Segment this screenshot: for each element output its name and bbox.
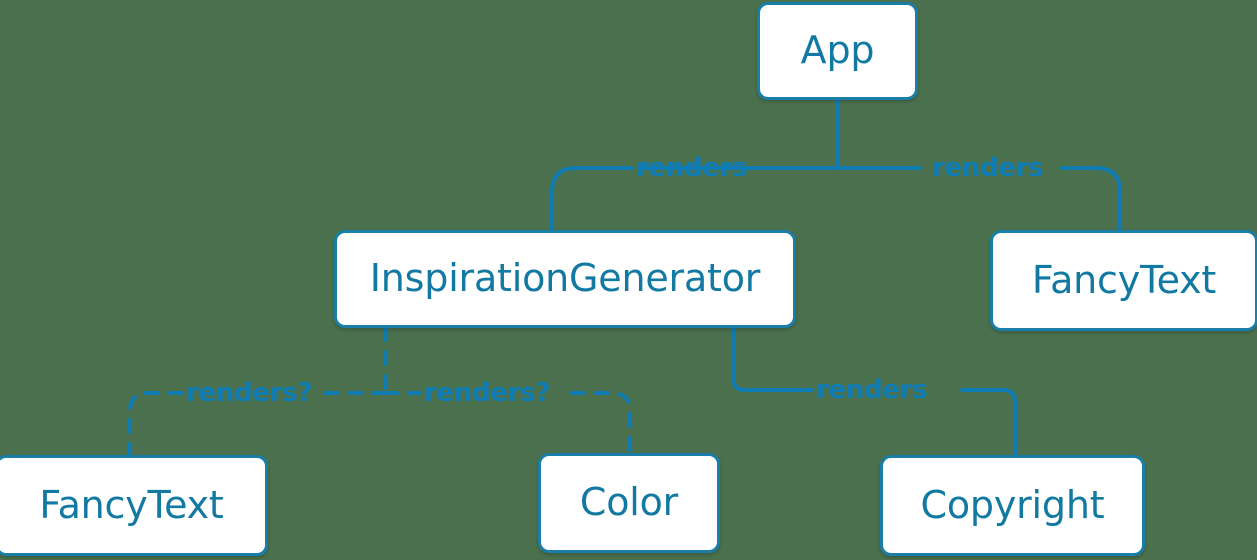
node-copyright-label: Copyright (920, 482, 1105, 527)
edge-inspiration-generator-to-copyright (731, 326, 1017, 457)
node-fancy-text-bottom[interactable]: FancyText (0, 455, 268, 556)
edge-app-to-inspiration-generator (550, 166, 840, 232)
node-fancy-text-top-label: FancyText (1031, 257, 1217, 302)
node-app-label: App (800, 28, 875, 72)
edge-label-inspiration-generator-to-color: renders? (424, 378, 551, 408)
edge-label-app-to-inspiration-generator: renders (636, 153, 748, 183)
node-inspiration-generator[interactable]: InspirationGenerator (334, 230, 796, 328)
node-color-label: Color (579, 480, 679, 524)
node-inspiration-generator-label: InspirationGenerator (369, 256, 761, 300)
node-copyright[interactable]: Copyright (880, 455, 1145, 556)
edge-label-app-to-fancy-text: renders (932, 153, 1044, 183)
edge-inspiration-generator-to-color (383, 391, 632, 455)
node-color[interactable]: Color (538, 453, 720, 553)
node-app[interactable]: App (757, 2, 918, 100)
node-fancy-text-bottom-label: FancyText (39, 482, 224, 527)
node-fancy-text-top[interactable]: FancyText (990, 230, 1257, 331)
edge-inspiration-generator-to-fancy-text (128, 391, 387, 458)
edge-app-to-fancy-text (836, 166, 1122, 232)
edge-label-inspiration-generator-to-copyright: renders (816, 375, 928, 405)
edge-label-inspiration-generator-to-fancy-text: renders? (186, 378, 313, 408)
